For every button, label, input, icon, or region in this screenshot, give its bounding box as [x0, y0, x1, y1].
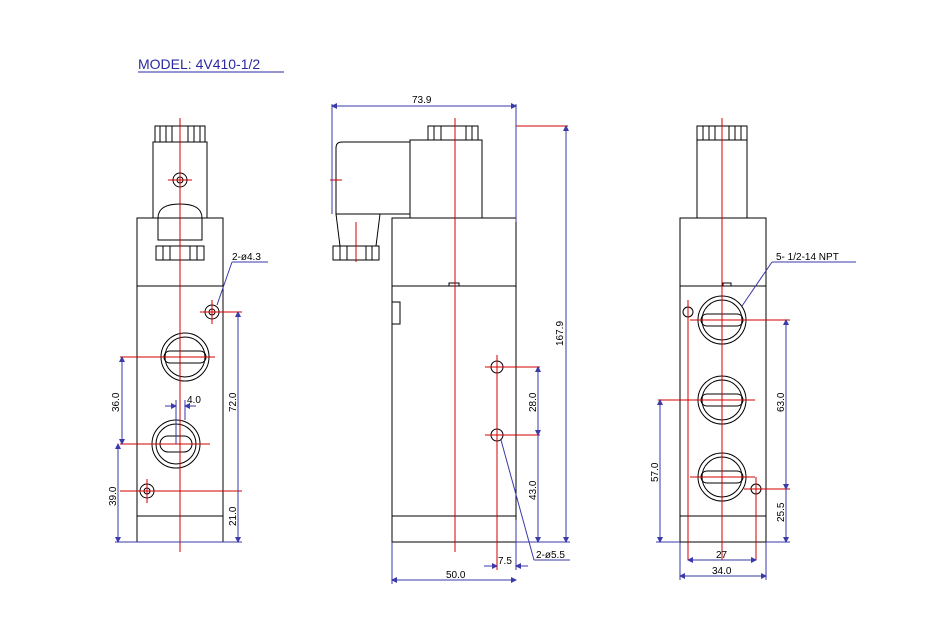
middle-pilot-block: [391, 217, 517, 287]
left-dim-21: 21.0: [228, 506, 239, 526]
right-dim-27: 27: [716, 550, 728, 561]
right-dim-63: 63.0: [776, 392, 787, 412]
middle-plug: [335, 141, 411, 215]
left-hole-note: 2-ø4.3: [232, 252, 261, 263]
right-dim-34: 34.0: [712, 566, 732, 577]
middle-coil-body: [409, 139, 483, 219]
middle-manual-override: [391, 301, 401, 325]
middle-dim-height: 167.9: [555, 321, 566, 346]
middle-dim-7-5: 7.5: [498, 556, 512, 567]
left-dim-4: 4.0: [187, 395, 201, 406]
middle-dim-width-top: 73.9: [412, 95, 432, 106]
left-dim-39: 39.0: [108, 486, 119, 506]
middle-dim-28: 28.0: [528, 392, 539, 412]
left-view: 2-ø4.3 36.0 4.0 72.0 39.0 21.0: [108, 118, 268, 552]
middle-plug-neck: [335, 213, 381, 247]
middle-dim-43: 43.0: [528, 480, 539, 500]
middle-dim-width-bottom: 50.0: [446, 570, 466, 581]
right-port-note: 5- 1/2-14 NPT: [776, 252, 839, 263]
model-title: MODEL: 4V410-1/2: [138, 56, 260, 72]
right-pilot-block: [679, 217, 767, 287]
right-dim-57: 57.0: [650, 462, 661, 482]
middle-view: 73.9 167.9 28.0 43.0 7.5 2-ø5.5 50.0: [330, 95, 570, 584]
left-dim-36: 36.0: [111, 392, 122, 412]
left-dim-72: 72.0: [228, 392, 239, 412]
middle-hole-note: 2-ø5.5: [536, 550, 565, 561]
right-dim-25-5: 25.5: [776, 502, 787, 522]
right-valve-body: [679, 285, 767, 543]
middle-coil-cap: [427, 125, 479, 141]
right-view: 5- 1/2-14 NPT 63.0 25.5 57.0 27 34.0: [650, 118, 856, 580]
